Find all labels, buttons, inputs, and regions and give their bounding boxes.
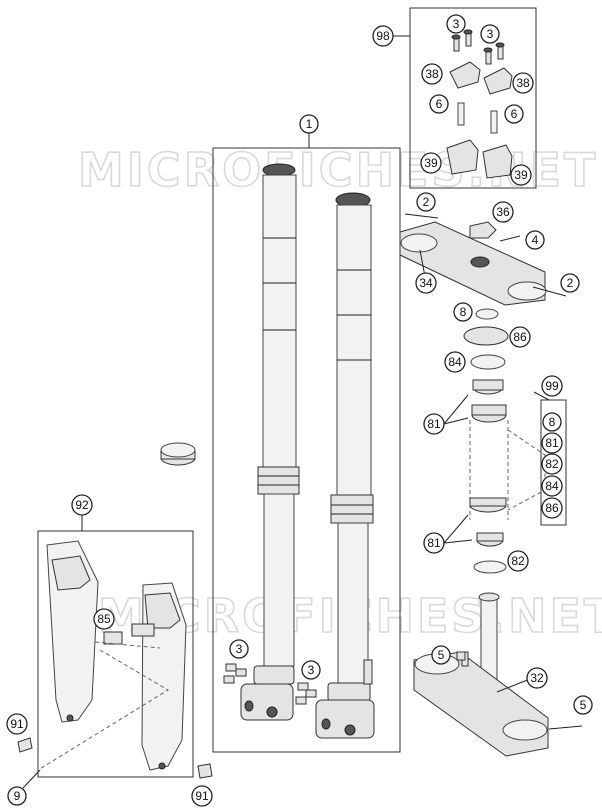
svg-text:98: 98 (376, 29, 390, 43)
callout-99: 99 (541, 375, 563, 397)
svg-text:2: 2 (423, 195, 430, 209)
svg-text:81: 81 (427, 417, 441, 431)
callout-81-upper: 81 (423, 413, 445, 435)
axle-clamp-bolts (223, 651, 466, 705)
callout-86-stack: 86 (509, 326, 531, 348)
clamp-kit-frame (409, 7, 537, 189)
callout-84-kit: 84 (541, 475, 563, 497)
svg-text:6: 6 (511, 107, 518, 121)
callout-39-left: 39 (420, 152, 442, 174)
svg-text:39: 39 (514, 168, 528, 182)
callout-9: 9 (7, 786, 27, 806)
svg-text:92: 92 (75, 498, 89, 512)
lower-triple-clamp (413, 592, 583, 757)
callout-32: 32 (526, 667, 548, 689)
callout-5-left: 5 (431, 645, 451, 665)
fork-guards (17, 540, 213, 779)
callout-81-lower: 81 (423, 532, 445, 554)
svg-text:81: 81 (545, 436, 559, 450)
callout-91-right: 91 (191, 785, 213, 807)
svg-text:82: 82 (545, 457, 559, 471)
svg-text:1: 1 (306, 117, 313, 131)
loose-ring-part (160, 442, 196, 466)
svg-text:82: 82 (511, 554, 525, 568)
svg-text:86: 86 (513, 330, 527, 344)
svg-text:91: 91 (195, 789, 209, 803)
upper-triple-clamp (399, 213, 567, 306)
svg-text:5: 5 (580, 698, 587, 712)
callout-82-stack: 82 (507, 550, 529, 572)
callout-82-kit: 82 (541, 453, 563, 475)
callout-4: 4 (525, 230, 545, 250)
svg-text:91: 91 (10, 717, 24, 731)
svg-text:8: 8 (460, 305, 467, 319)
callout-3-fork-left: 3 (229, 639, 249, 659)
svg-text:5: 5 (438, 648, 445, 662)
callout-81-kit: 81 (541, 432, 563, 454)
left-fork-leg (240, 163, 300, 721)
bearing-kit-frame (540, 399, 567, 526)
callout-98: 98 (372, 25, 394, 47)
svg-text:6: 6 (436, 97, 443, 111)
svg-text:3: 3 (308, 663, 315, 677)
callout-1: 1 (299, 114, 319, 134)
callout-84-stack: 84 (444, 351, 466, 373)
callout-39-right: 39 (510, 164, 532, 186)
svg-text:3: 3 (453, 17, 460, 31)
callout-38-left: 38 (421, 63, 443, 85)
svg-text:4: 4 (532, 233, 539, 247)
callout-2-top: 2 (416, 192, 436, 212)
svg-text:86: 86 (545, 501, 559, 515)
svg-text:38: 38 (516, 76, 530, 90)
svg-text:84: 84 (545, 479, 559, 493)
callout-3-fork-right: 3 (301, 660, 321, 680)
svg-text:39: 39 (424, 156, 438, 170)
svg-text:8: 8 (549, 415, 556, 429)
callout-8-stack: 8 (453, 302, 473, 322)
callout-85: 85 (93, 608, 115, 630)
svg-text:36: 36 (496, 205, 510, 219)
svg-text:3: 3 (487, 27, 494, 41)
svg-text:9: 9 (14, 789, 21, 803)
callout-6-left: 6 (429, 94, 449, 114)
svg-text:81: 81 (427, 536, 441, 550)
callout-3-kit-right: 3 (480, 24, 500, 44)
callout-3-kit-left: 3 (446, 14, 466, 34)
callout-92: 92 (71, 494, 93, 516)
callout-2-right: 2 (560, 273, 580, 293)
right-fork-leg (315, 192, 375, 739)
svg-text:85: 85 (97, 612, 111, 626)
callout-91-left: 91 (6, 713, 28, 735)
callout-5-right: 5 (573, 695, 593, 715)
fork-group-frame (212, 147, 401, 753)
callout-38-right: 38 (512, 72, 534, 94)
clamp-kit-parts (446, 29, 513, 179)
fork-guard-frame (37, 530, 194, 778)
callout-8-kit: 8 (542, 412, 562, 432)
svg-text:2: 2 (567, 276, 574, 290)
svg-text:34: 34 (419, 276, 433, 290)
svg-text:99: 99 (545, 379, 559, 393)
callout-6-right: 6 (504, 104, 524, 124)
callout-36: 36 (492, 201, 514, 223)
svg-text:84: 84 (448, 355, 462, 369)
callout-86-kit: 86 (541, 497, 563, 519)
svg-text:3: 3 (236, 642, 243, 656)
svg-text:38: 38 (425, 67, 439, 81)
bearing-stack (463, 308, 546, 574)
callout-34: 34 (415, 272, 437, 294)
svg-text:32: 32 (530, 671, 544, 685)
